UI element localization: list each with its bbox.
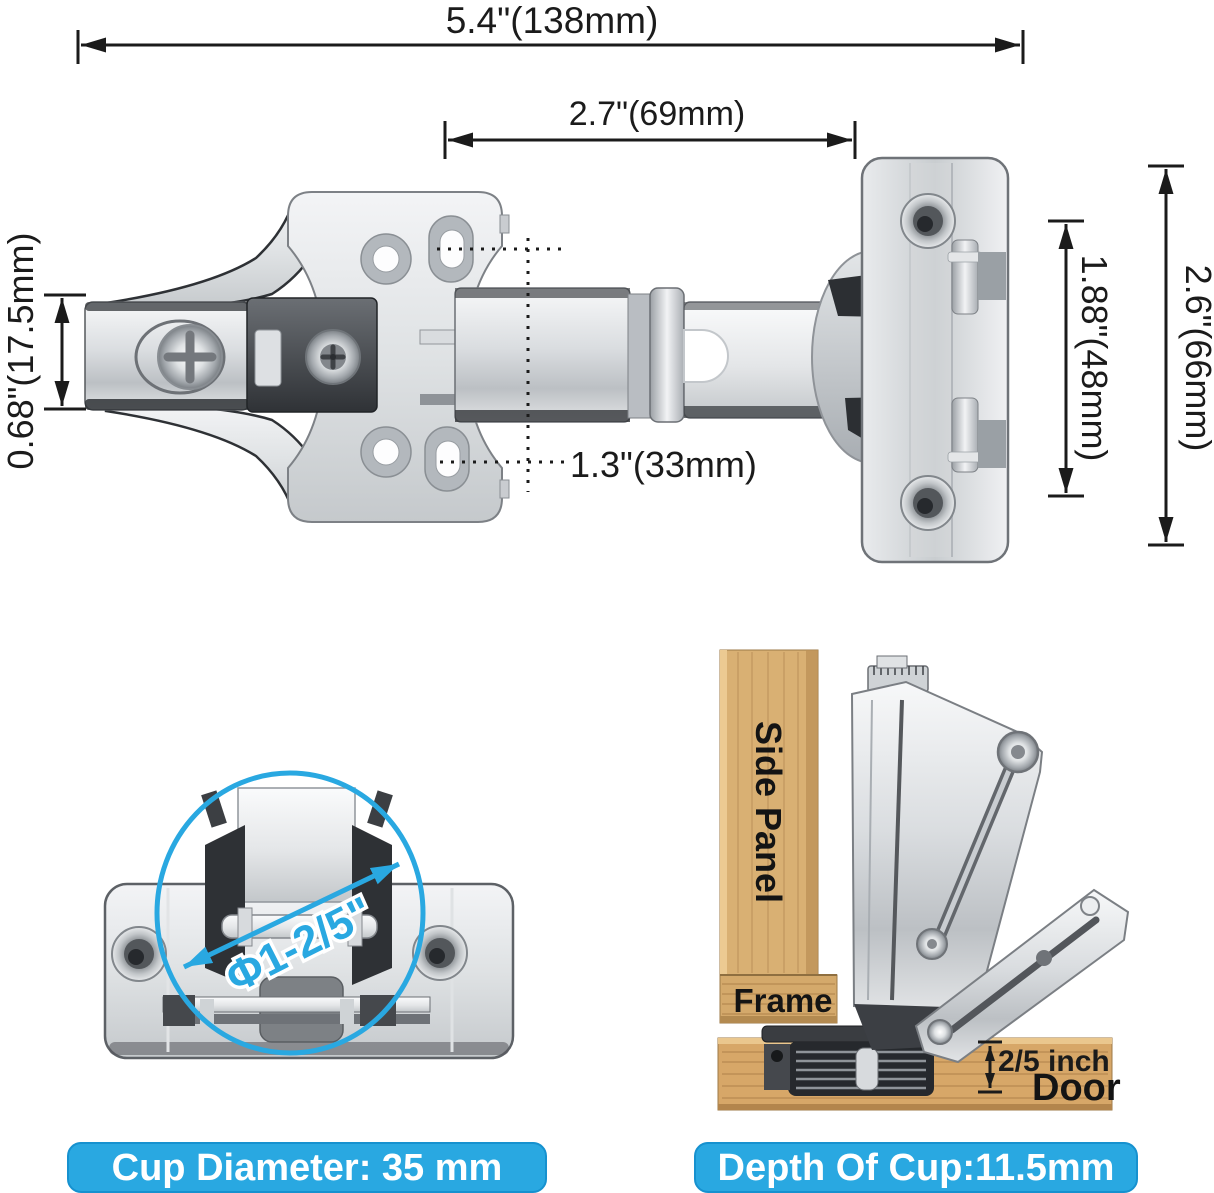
adjustment-screw [305, 329, 361, 385]
dim-screw-span: 1.88"(48mm) [1048, 219, 1115, 498]
countersunk-screw-top [900, 193, 956, 249]
installation-figure: Side Panel Frame 2/5 inch Door Depth Of … [694, 649, 1138, 1193]
depth-caption-pill [694, 1142, 1138, 1193]
dim-hole-spacing-label: 1.3"(33mm) [570, 444, 757, 485]
dimension-annotations: 5.4"(138mm) 2.7"(69mm) 0.68"(17.5mm) 1.3… [0, 0, 1214, 547]
dim-plate-height-label: 2.6"(66mm) [1178, 265, 1214, 452]
dim-arm-length: 2.7"(69mm) [443, 95, 857, 159]
side-panel-wood [719, 649, 819, 976]
plate-screw-holes [360, 215, 474, 492]
arm-knuckle [649, 287, 685, 423]
dim-cup-depth: 2/5 inch [978, 1040, 1110, 1094]
arm-adjustment-screw [134, 319, 226, 395]
side-panel-label: Side Panel [748, 721, 789, 903]
cup-caption-pill [67, 1142, 547, 1193]
hinge-arm-section [454, 287, 631, 423]
frame-wood [719, 974, 838, 1024]
cup-diameter-figure: Φ1-2/5" Cup Diameter: 35 mm [67, 770, 547, 1193]
cup-caption-label: Cup Diameter: 35 mm [112, 1147, 503, 1189]
door-label: Door [1032, 1067, 1121, 1109]
dim-plate-thickness: 0.68"(17.5mm) [0, 233, 86, 470]
dim-overall-length-label: 5.4"(138mm) [446, 0, 659, 41]
dim-plate-height: 2.6"(66mm) [1148, 164, 1214, 547]
cup-diameter-arrow [182, 861, 401, 970]
cup-diameter-circle [154, 770, 426, 1056]
dim-hole-spacing: 1.3"(33mm) [437, 238, 757, 492]
dim-plate-thickness-label: 0.68"(17.5mm) [0, 233, 41, 470]
dim-arm-length-label: 2.7"(69mm) [569, 95, 745, 133]
depth-caption-label: Depth Of Cup:11.5mm [718, 1147, 1115, 1189]
dim-overall-length: 5.4"(138mm) [76, 0, 1025, 64]
dim-screw-span-label: 1.88"(48mm) [1074, 255, 1115, 462]
opened-hinge [850, 655, 1130, 1064]
cup-depth-annotation: 2/5 inch [998, 1045, 1110, 1078]
countersunk-screw-bottom [900, 475, 956, 531]
frame-label: Frame [733, 982, 832, 1019]
hinge-top-view-art [84, 156, 1010, 564]
